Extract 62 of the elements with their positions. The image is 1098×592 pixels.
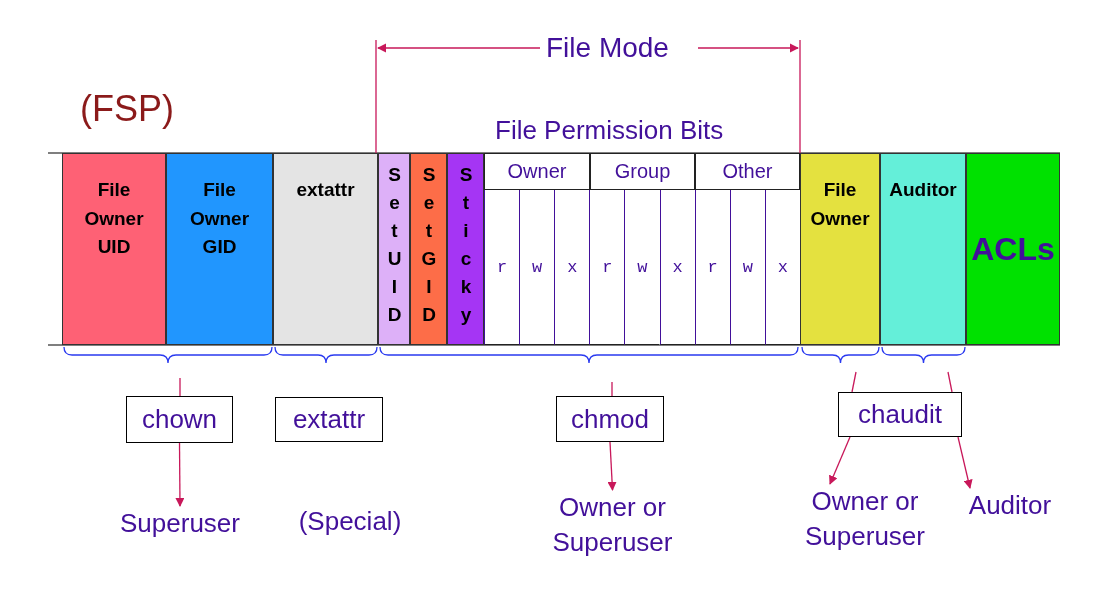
user-text: Auditor [950,488,1070,526]
cell-text: Owner [507,160,567,183]
cell-text: SetUID [383,164,405,332]
field-cell [880,153,966,345]
cell-text: w [532,257,543,277]
bit-cell [447,153,484,345]
permission-bit-cell [659,190,695,345]
bit-cell [378,153,410,345]
cell-text: SetGID [417,164,440,332]
user-text: Owner or Superuser [530,490,695,560]
cell-text: File Owner GID [188,178,251,259]
command-box [275,397,383,442]
cell-text: Other [722,160,773,183]
permission-bit-cell [694,190,730,345]
dimension-label: File Mode [546,32,669,64]
cell-text: w [742,257,753,277]
command-box [126,396,233,443]
field-cell [966,153,1060,345]
section-heading: File Permission Bits [495,115,724,146]
arrow [607,441,617,491]
cell-text: chown [141,404,218,435]
cell-text: r [496,257,508,277]
command-box [556,396,664,442]
cell-text: Auditor [888,178,958,202]
class-header-cell [484,153,590,190]
permission-bit-cell [554,190,590,345]
arrow [829,436,851,485]
bit-cell [410,153,447,345]
cell-text: chaudit [858,399,942,430]
command-box [838,392,962,437]
cell-text: Group [614,160,671,183]
field-cell [62,153,166,345]
cell-text: Sticky [454,164,477,332]
cell-text: r [602,257,613,277]
permission-bit-cell [729,190,765,345]
user-text: Owner or Superuser [790,484,940,554]
cell-text: x [672,257,683,277]
cell-text: x [777,257,788,277]
arrow [175,442,185,507]
cell-text: File Owner [809,178,871,231]
cell-text: chmod [570,403,649,435]
class-header-cell [590,153,695,190]
cell-text: File Owner UID [83,178,145,259]
user-text: (Special) [280,504,420,542]
permission-bit-cell [764,190,800,345]
permission-bit-cell [484,190,520,345]
arrow [957,436,973,489]
field-cell [166,153,273,345]
permission-bit-cell [589,190,625,345]
user-text: Superuser [100,506,260,544]
cell-text: extattr [295,178,356,202]
cell-text: w [637,257,648,277]
class-header-cell [695,153,800,190]
field-cell [800,153,880,345]
permission-bit-cell [624,190,660,345]
cell-text: extattr [292,404,366,435]
cell-text: ACLs [971,230,1055,268]
cell-text: r [707,257,718,277]
fsp-label: (FSP) [80,88,174,130]
field-cell [273,153,378,345]
cell-text: x [567,257,578,277]
permission-bit-cell [519,190,555,345]
